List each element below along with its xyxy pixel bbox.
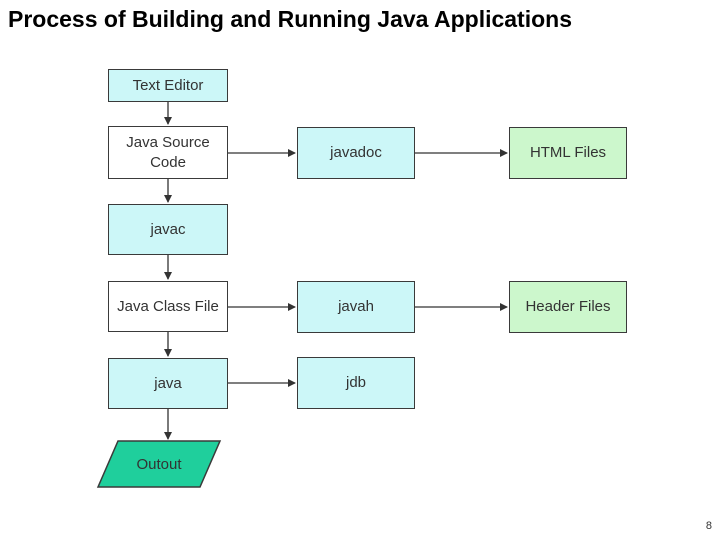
node-java-source-code-label: Java Source Code: [126, 133, 210, 171]
node-javac: javac: [108, 204, 228, 255]
node-header-files: Header Files: [509, 281, 627, 333]
node-javah: javah: [297, 281, 415, 333]
node-javadoc: javadoc: [297, 127, 415, 179]
node-text-editor: Text Editor: [108, 69, 228, 102]
page-title: Process of Building and Running Java App…: [8, 6, 572, 32]
output-shape: [96, 440, 222, 488]
node-java-class-file: Java Class File: [108, 281, 228, 332]
node-html-files: HTML Files: [509, 127, 627, 179]
node-java: java: [108, 358, 228, 409]
node-java-source-code: Java Source Code: [108, 126, 228, 179]
node-jdb: jdb: [297, 357, 415, 409]
page-number: 8: [705, 520, 712, 532]
node-output-label: Outout: [136, 455, 182, 473]
